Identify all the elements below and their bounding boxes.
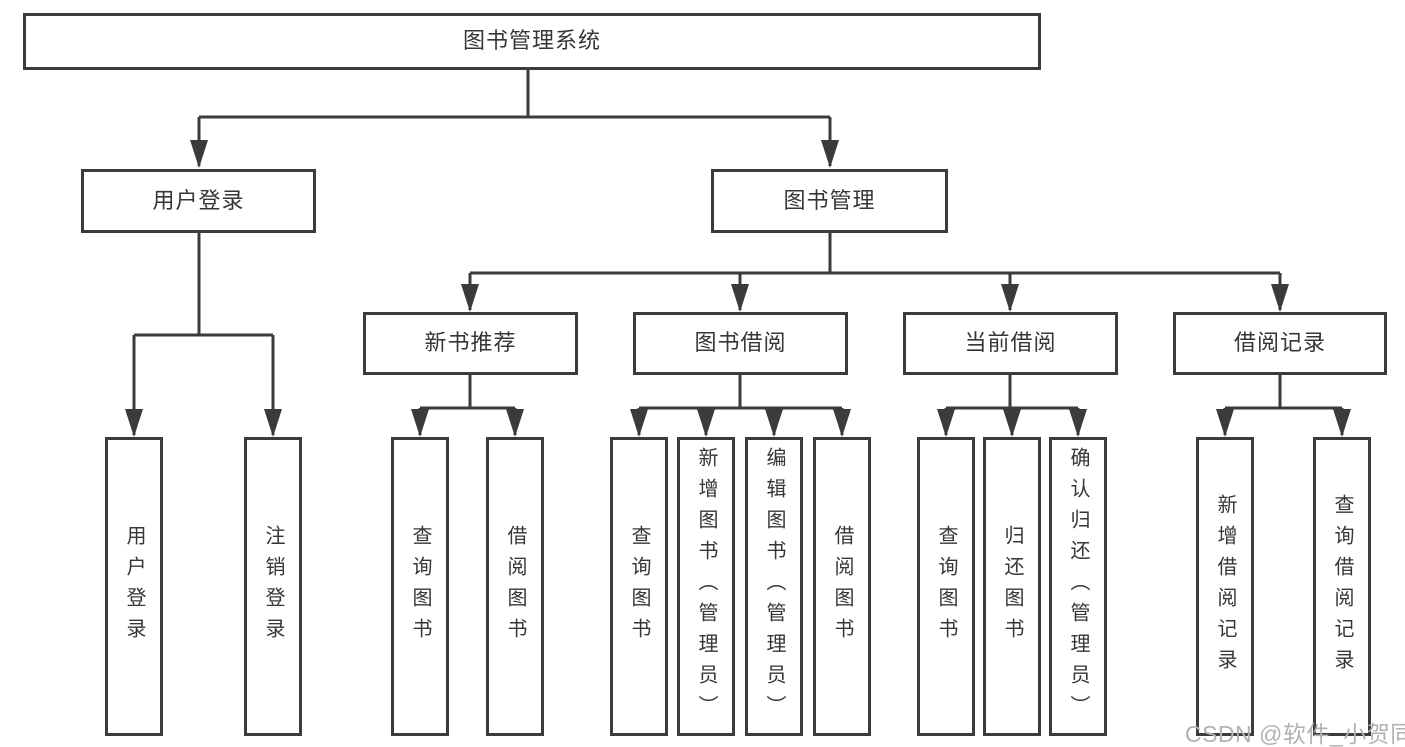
arrowhead (1003, 409, 1021, 437)
arrowhead (697, 409, 715, 437)
connector-root-to-level2 (197, 70, 832, 166)
arrowhead (411, 409, 429, 437)
arrowhead (125, 409, 143, 437)
node-library-management-system: 图书管理系统 (23, 13, 1041, 70)
leaf-user-login: 用户登录 (105, 437, 163, 736)
leaf-add-borrow-record: 新增借阅记录 (1196, 437, 1254, 736)
connector-book-management-to-level3 (468, 233, 1282, 310)
arrowhead (821, 140, 839, 168)
arrowhead (1001, 284, 1019, 312)
leaf-edit-book-admin: 编辑图书（管理员） (745, 437, 803, 736)
arrowhead (264, 409, 282, 437)
node-book-borrow: 图书借阅 (633, 312, 848, 375)
arrowhead (1216, 409, 1234, 437)
leaf-logout: 注销登录 (244, 437, 302, 736)
leaf-query-books-recommend: 查询图书 (391, 437, 449, 736)
node-book-management: 图书管理 (711, 169, 948, 233)
connector-book-borrow-to-leaves (637, 375, 844, 435)
csdn-watermark: CSDN @软件_小贺同学 (1185, 721, 1405, 747)
leaf-query-books-borrow: 查询图书 (610, 437, 668, 736)
arrowhead (731, 284, 749, 312)
arrowhead (506, 409, 524, 437)
arrowhead (461, 284, 479, 312)
leaf-query-borrow-record: 查询借阅记录 (1313, 437, 1371, 736)
arrowhead (1333, 409, 1351, 437)
arrowhead (630, 409, 648, 437)
leaf-borrow-books-recommend: 借阅图书 (486, 437, 544, 736)
arrowhead (765, 409, 783, 437)
node-new-book-recommend: 新书推荐 (363, 312, 578, 375)
leaf-confirm-return-admin: 确认归还（管理员） (1049, 437, 1107, 736)
node-current-borrow: 当前借阅 (903, 312, 1118, 375)
arrowhead (190, 140, 208, 168)
arrowhead (1069, 409, 1087, 437)
node-user-login: 用户登录 (81, 169, 316, 233)
leaf-borrow-books: 借阅图书 (813, 437, 871, 736)
connector-user-login-to-leaves (132, 233, 275, 435)
leaf-query-books-current: 查询图书 (917, 437, 975, 736)
connector-new-book-recommend-to-leaves (418, 375, 517, 435)
node-borrow-records: 借阅记录 (1173, 312, 1387, 375)
arrowhead (1271, 284, 1289, 312)
arrowhead (937, 409, 955, 437)
leaf-add-book-admin: 新增图书（管理员） (677, 437, 735, 736)
connector-borrow-records-to-leaves (1223, 375, 1344, 435)
arrowheads (125, 140, 1351, 437)
arrowhead (833, 409, 851, 437)
leaf-return-book: 归还图书 (983, 437, 1041, 736)
